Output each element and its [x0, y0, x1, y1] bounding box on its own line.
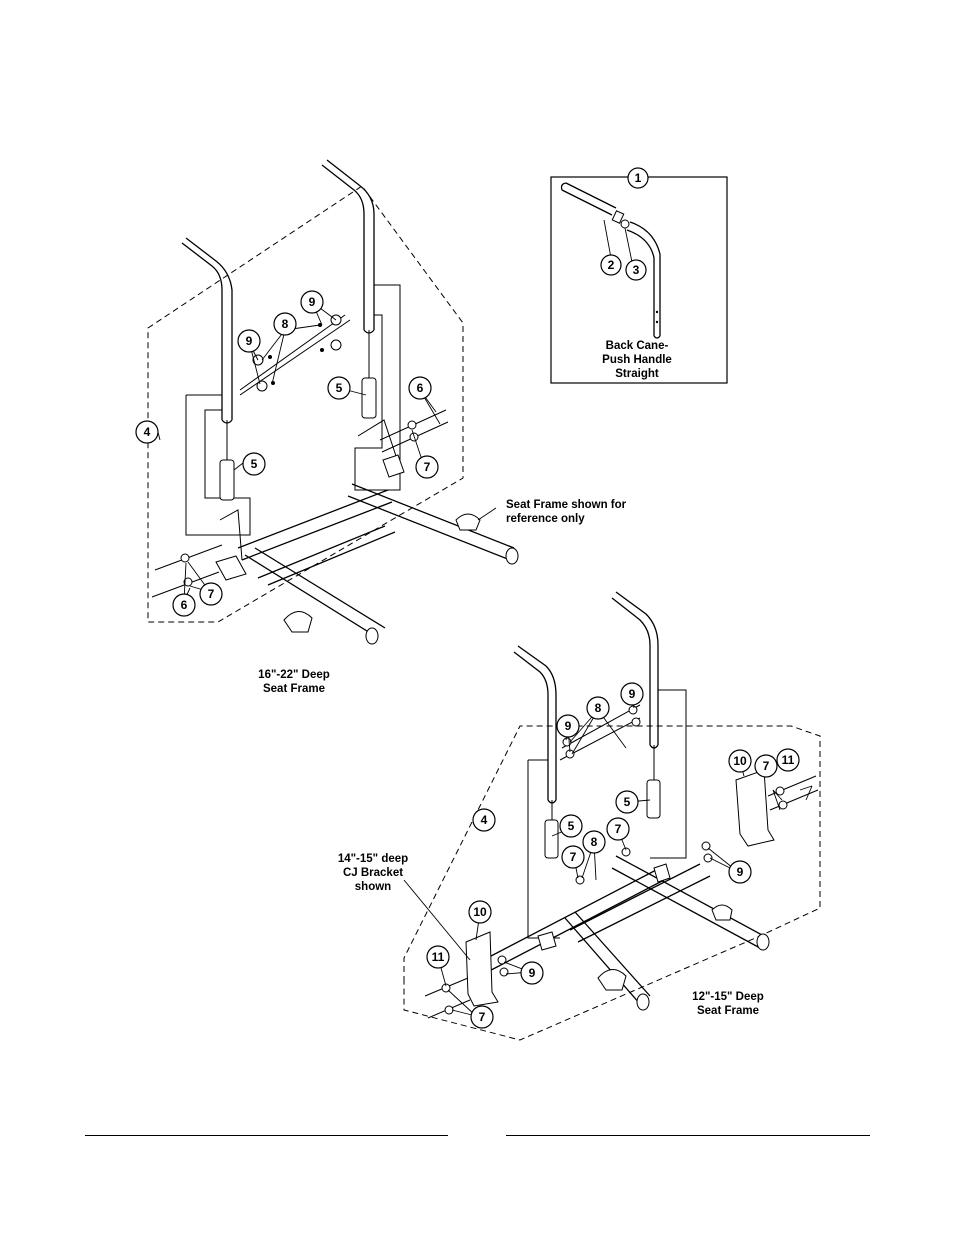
- lower-assembly: 4 5 5 7 7 7 7 8 8 9 9 9 9 10 10 11 11 14…: [338, 591, 821, 1041]
- lower-callout-9-top-right: 9: [620, 682, 644, 706]
- upper-frame-label-line-2: Seat Frame: [263, 683, 325, 695]
- upper-callout-9-left: 9: [237, 329, 261, 353]
- inset-plug: [611, 210, 625, 224]
- svg-text:7: 7: [208, 587, 215, 601]
- upper-callout-9-right: 9: [300, 290, 324, 314]
- lower-callout-7-middle: 7: [561, 845, 585, 869]
- upper-note-line-1: Seat Frame shown for: [506, 499, 627, 511]
- inset-push-handle: [560, 182, 617, 216]
- lower-dashed-outline: [403, 725, 821, 1041]
- inset-back-cane-tube: [626, 221, 661, 339]
- lower-callout-9-right: 9: [728, 860, 752, 884]
- inset-washer: [620, 219, 630, 229]
- lower-callout-8-lower: 8: [582, 830, 606, 854]
- svg-text:5: 5: [624, 795, 631, 809]
- upper-callout-5-right: 5: [327, 376, 351, 400]
- lower-callout-10-left: 10: [468, 900, 492, 924]
- lower-callout-9-left: 9: [520, 961, 544, 985]
- upper-seat-frame: [215, 419, 519, 645]
- svg-text:10: 10: [733, 754, 747, 768]
- upper-tube-left: [219, 459, 235, 501]
- upper-callout-4: 4: [135, 420, 159, 444]
- lower-frame-label-line-2: Seat Frame: [697, 1005, 759, 1017]
- inset-back-cane: 1 2 3 Back Cane- Push Handle Straight: [550, 167, 728, 384]
- inset-caption-line-1: Back Cane-: [606, 340, 669, 352]
- upper-tube-right: [361, 377, 377, 419]
- lower-callout-4: 4: [472, 808, 496, 832]
- svg-text:5: 5: [336, 381, 343, 395]
- svg-text:6: 6: [181, 598, 188, 612]
- svg-text:8: 8: [591, 835, 598, 849]
- lower-callout-5-right: 5: [615, 790, 639, 814]
- lower-callout-7-right: 7: [754, 754, 778, 778]
- inset-caption-line-3: Straight: [615, 368, 659, 380]
- inset-callout-1: 1: [627, 167, 649, 189]
- svg-text:9: 9: [565, 719, 572, 733]
- lower-callout-8-upper: 8: [586, 696, 610, 720]
- svg-text:8: 8: [282, 317, 289, 331]
- svg-text:8: 8: [595, 701, 602, 715]
- svg-text:11: 11: [782, 753, 795, 767]
- svg-text:9: 9: [737, 865, 744, 879]
- footer-rule-left: [85, 1135, 448, 1136]
- svg-text:5: 5: [568, 819, 575, 833]
- lower-left-back-cane: [513, 645, 557, 804]
- lower-cj-bracket-right: [735, 769, 775, 847]
- svg-text:4: 4: [144, 425, 151, 439]
- lower-callout-10-right: 10: [728, 749, 752, 773]
- inset-callout-3: 3: [625, 259, 647, 281]
- svg-text:9: 9: [246, 334, 253, 348]
- inset-caption-line-2: Push Handle: [602, 354, 672, 366]
- lower-tube-left: [544, 819, 559, 859]
- svg-text:10: 10: [473, 905, 487, 919]
- upper-callout-7-right: 7: [415, 455, 439, 479]
- lower-bracket-label-line-2: CJ Bracket: [343, 867, 403, 879]
- svg-text:11: 11: [432, 950, 445, 964]
- upper-callout-6-right: 6: [408, 376, 432, 400]
- lower-seat-frame: [467, 855, 770, 1011]
- upper-callout-8: 8: [273, 312, 297, 336]
- lower-callout-9-top-left: 9: [556, 714, 580, 738]
- lower-tube-right: [646, 779, 661, 819]
- upper-note-line-2: reference only: [506, 513, 585, 525]
- upper-frame-label-line-1: 16"-22" Deep: [258, 669, 330, 681]
- svg-text:5: 5: [251, 457, 258, 471]
- svg-text:2: 2: [608, 258, 615, 272]
- lower-callout-7-left: 7: [470, 1005, 494, 1029]
- svg-text:7: 7: [424, 460, 431, 474]
- svg-text:9: 9: [309, 295, 316, 309]
- upper-dashed-outline: [147, 185, 464, 623]
- upper-assembly: 4 5 5 6 6 7 7 8 9 9 Seat Frame shown for…: [135, 159, 627, 695]
- svg-text:7: 7: [763, 759, 770, 773]
- lower-callout-5-left: 5: [559, 814, 583, 838]
- lower-cj-bracket-left: [465, 931, 499, 1007]
- upper-callout-7-left: 7: [199, 582, 223, 606]
- lower-frame-label-line-1: 12"-15" Deep: [692, 991, 764, 1003]
- svg-text:6: 6: [417, 381, 424, 395]
- lower-callout-7-upper: 7: [606, 817, 630, 841]
- svg-text:4: 4: [481, 813, 488, 827]
- upper-callout-5-left: 5: [242, 452, 266, 476]
- footer-rule-right: [506, 1135, 870, 1136]
- lower-callout-11-left: 11: [426, 945, 450, 969]
- svg-text:7: 7: [615, 822, 622, 836]
- upper-right-back-cane: [321, 159, 375, 334]
- svg-text:9: 9: [629, 687, 636, 701]
- lower-bracket-label-line-3: shown: [355, 881, 391, 893]
- inset-callout-2: 2: [600, 254, 622, 276]
- lower-bracket-label-line-1: 14"-15" deep: [338, 853, 408, 865]
- svg-text:7: 7: [570, 850, 577, 864]
- svg-text:7: 7: [479, 1010, 486, 1024]
- svg-text:9: 9: [529, 966, 536, 980]
- svg-text:3: 3: [633, 263, 640, 277]
- upper-callout-6-left: 6: [172, 593, 196, 617]
- lower-callout-11-right: 11: [776, 748, 800, 772]
- svg-text:1: 1: [635, 171, 642, 185]
